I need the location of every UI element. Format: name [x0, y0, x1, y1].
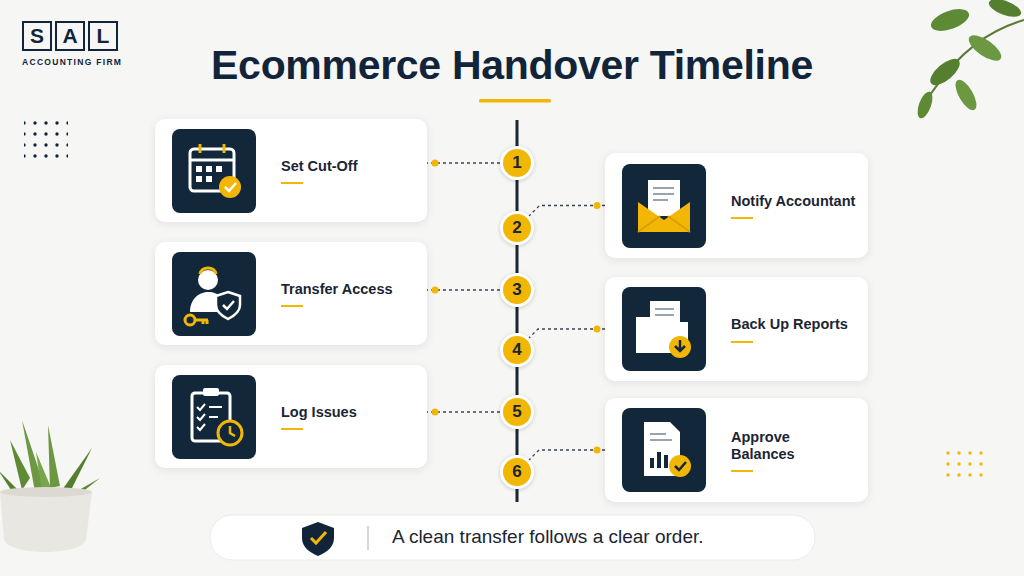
accent-dash: [281, 305, 303, 307]
step-number: 1: [500, 146, 534, 180]
step-number: 4: [500, 333, 534, 367]
access-icon: [172, 252, 256, 336]
step-label: Notify Accountant: [731, 193, 855, 210]
connector: [517, 429, 518, 455]
connector: [529, 447, 605, 460]
dot-grid: [944, 444, 988, 477]
accent-dash: [281, 182, 303, 184]
report-icon: [622, 408, 706, 492]
check-mark: [311, 532, 326, 543]
timeline-stub: [516, 488, 519, 502]
step-label: Approve Balances: [731, 429, 856, 464]
step-card: Approve Balances: [605, 398, 868, 502]
connector: [517, 180, 518, 211]
caption-text: A clean transfer follows a clear order.: [392, 526, 704, 548]
number-label: 2: [512, 218, 521, 238]
accent-dash: [731, 217, 753, 219]
title-text: Ecommerce Handover Timeline: [0, 42, 1024, 89]
accent-dash: [281, 428, 303, 430]
number-label: 6: [512, 462, 521, 482]
step-label: Back Up Reports: [731, 316, 848, 333]
connector: [529, 326, 605, 338]
connector: [517, 367, 518, 395]
step-card: Transfer Access: [155, 242, 427, 345]
connector: [427, 409, 500, 416]
number-label: 1: [512, 153, 521, 173]
accent-dash: [731, 470, 753, 472]
shield-icon: [302, 522, 334, 556]
connector: [517, 245, 518, 273]
step-card: Back Up Reports: [605, 277, 868, 381]
logo-letter: L: [88, 21, 118, 51]
separator: [367, 526, 369, 550]
connector: [517, 307, 518, 333]
title-underline: [479, 99, 551, 103]
connector: [427, 287, 500, 294]
step-card: Log Issues: [155, 365, 427, 468]
succulent-plant: [0, 420, 100, 552]
step-card: Notify Accountant: [605, 153, 868, 258]
timeline-stub: [516, 120, 519, 148]
number-label: 3: [512, 280, 521, 300]
caption-pill: [210, 515, 815, 560]
step-number: 6: [500, 455, 534, 489]
logo-letter: A: [55, 21, 85, 51]
logo-letter: S: [22, 21, 52, 51]
number-label: 4: [512, 340, 521, 360]
step-number: 5: [500, 395, 534, 429]
step-label: Log Issues: [281, 404, 357, 421]
step-label: Transfer Access: [281, 281, 393, 298]
clipboard-icon: [172, 375, 256, 459]
calendar-icon: [172, 129, 256, 213]
envelope-icon: [622, 164, 706, 248]
connector: [529, 202, 605, 216]
number-label: 5: [512, 402, 521, 422]
accent-dash: [731, 341, 753, 343]
step-label: Set Cut-Off: [281, 158, 358, 175]
dot-grid: [24, 116, 68, 160]
folder-icon: [622, 287, 706, 371]
plant-branch: [915, 0, 1024, 120]
connector: [427, 160, 500, 167]
logo-subtitle: ACCOUNTING FIRM: [22, 57, 122, 67]
step-card: Set Cut-Off: [155, 119, 427, 222]
step-number: 2: [500, 211, 534, 245]
step-number: 3: [500, 273, 534, 307]
